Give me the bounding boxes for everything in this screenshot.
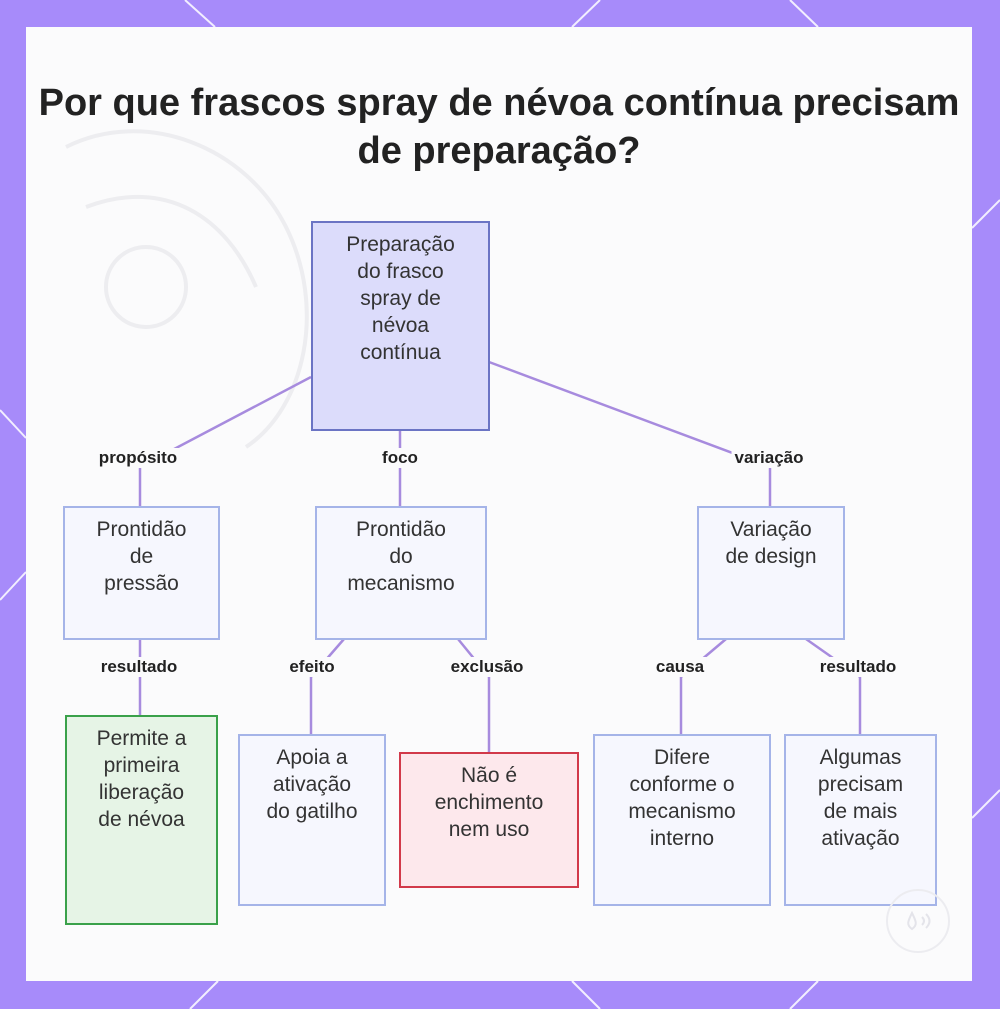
- node-differs: Difere conforme o mecanismo interno: [593, 734, 771, 906]
- edge-label-effect: efeito: [286, 657, 338, 677]
- edge-label-result-2: resultado: [816, 657, 900, 677]
- edge-label-exclusion: exclusão: [447, 657, 527, 677]
- node-trigger-activation: Apoia a ativação do gatilho: [238, 734, 386, 906]
- edge-label-purpose: propósito: [95, 448, 181, 468]
- edge-label-cause: causa: [652, 657, 708, 677]
- edge-label-variation: variação: [731, 448, 807, 468]
- edge-label-focus: foco: [379, 448, 421, 468]
- diagram-panel: Por que frascos spray de névoa contínua …: [26, 27, 972, 981]
- edge-purpose: [138, 375, 312, 507]
- node-pressure-readiness: Prontidão de pressão: [63, 506, 220, 640]
- node-design-variation: Variação de design: [697, 506, 845, 640]
- node-root: Preparação do frasco spray de névoa cont…: [311, 221, 490, 431]
- page-title: Por que frascos spray de névoa contínua …: [38, 82, 960, 172]
- edge-effect: [309, 638, 345, 734]
- node-exclusion: Não é enchimento nem uso: [399, 752, 579, 888]
- edge-result2: [805, 637, 862, 734]
- node-some-need: Algumas precisam de mais ativação: [784, 734, 937, 906]
- edge-variation: [488, 360, 772, 507]
- node-first-release: Permite a primeira liberação de névoa: [65, 715, 218, 925]
- node-mechanism-readiness: Prontidão do mecanismo: [315, 506, 487, 640]
- edge-cause: [679, 638, 727, 734]
- background-illustration: [65, 129, 309, 449]
- edge-label-result-1: resultado: [97, 657, 181, 677]
- brand-logo-icon: [886, 889, 950, 953]
- edge-exclusion: [457, 638, 491, 753]
